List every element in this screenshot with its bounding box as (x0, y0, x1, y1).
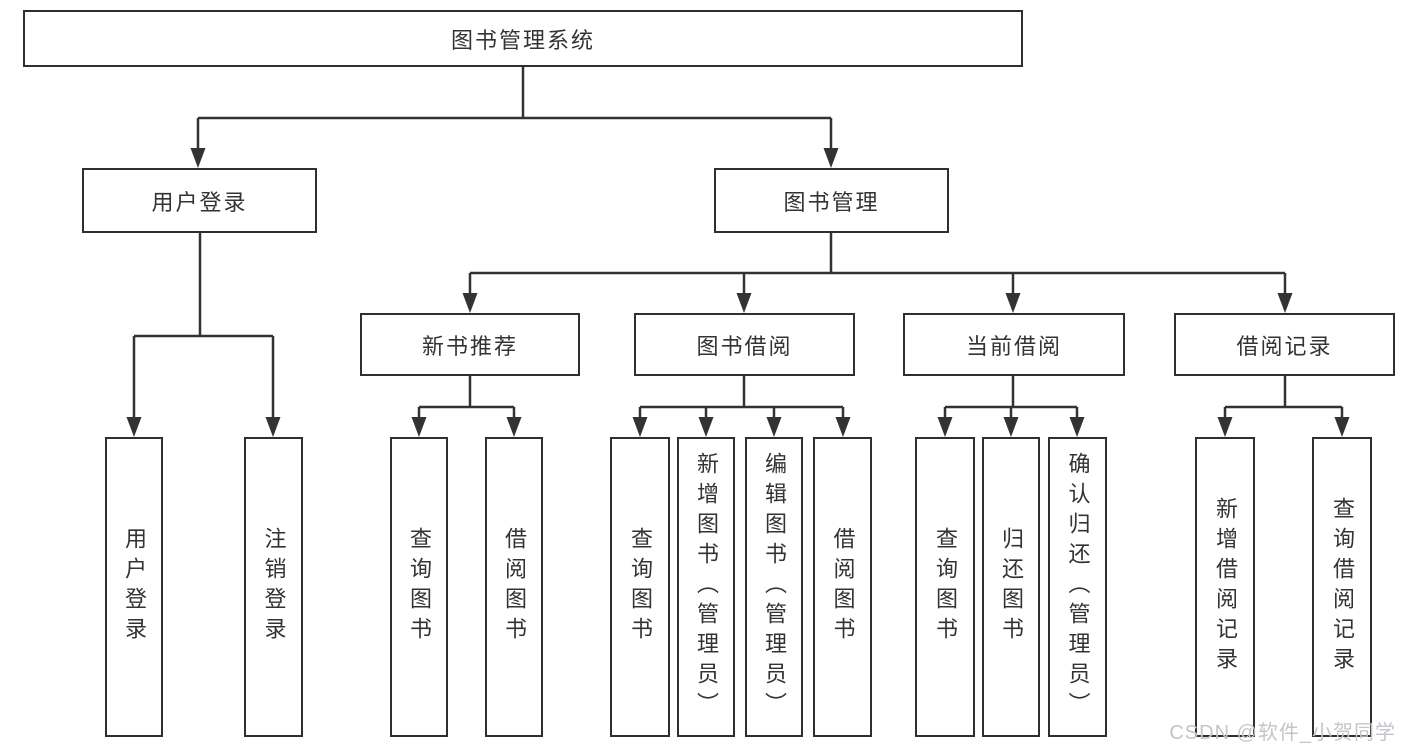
leaf-query-books-1: 查询图书 (390, 437, 448, 737)
leaf-query-borrow-record: 查询借阅记录 (1312, 437, 1372, 737)
leaf-query-books-3: 查询图书 (915, 437, 975, 737)
node-borrow-records: 借阅记录 (1174, 313, 1395, 376)
node-current-borrowing: 当前借阅 (903, 313, 1125, 376)
leaf-confirm-return-admin: 确认归还（管理员） (1048, 437, 1107, 737)
node-book-management: 图书管理 (714, 168, 949, 233)
leaf-add-book-admin: 新增图书（管理员） (677, 437, 735, 737)
node-book-borrowing: 图书借阅 (634, 313, 855, 376)
leaf-return-book: 归还图书 (982, 437, 1040, 737)
leaf-user-login: 用户登录 (105, 437, 163, 737)
csdn-watermark: CSDN @软件_小贺同学 (1169, 722, 1396, 744)
leaf-logout: 注销登录 (244, 437, 303, 737)
leaf-borrow-books-1: 借阅图书 (485, 437, 543, 737)
leaf-borrow-books-2: 借阅图书 (813, 437, 872, 737)
node-new-book-recommend: 新书推荐 (360, 313, 580, 376)
node-user-login: 用户登录 (82, 168, 317, 233)
leaf-add-borrow-record: 新增借阅记录 (1195, 437, 1255, 737)
leaf-edit-book-admin: 编辑图书（管理员） (745, 437, 803, 737)
node-library-management-system: 图书管理系统 (23, 10, 1023, 67)
leaf-query-books-2: 查询图书 (610, 437, 670, 737)
